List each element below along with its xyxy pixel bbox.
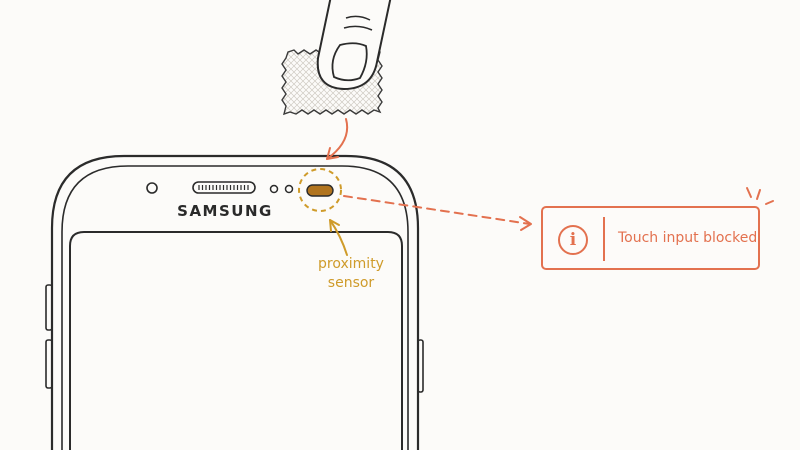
alert-divider xyxy=(603,217,605,261)
proximity-sensor-label-line2: sensor xyxy=(327,275,375,291)
sensor-dot-2 xyxy=(284,184,294,194)
phone-screen xyxy=(69,231,403,450)
touch-blocked-alert: i Touch input blocked xyxy=(541,206,760,270)
info-icon: i xyxy=(558,225,588,255)
proximity-sensor-highlight xyxy=(298,168,342,212)
alert-connector-arrow xyxy=(343,195,532,231)
proximity-sensor-label: proximity sensor xyxy=(305,255,397,293)
front-camera xyxy=(146,182,158,194)
earpiece-speaker xyxy=(192,181,256,194)
phone-brand-label: SAMSUNG xyxy=(177,202,273,220)
proximity-sensor-label-line1: proximity xyxy=(318,256,384,272)
alert-message: Touch input blocked xyxy=(618,230,758,246)
proximity-sensor xyxy=(306,184,334,197)
cover-arrow xyxy=(326,118,349,160)
left-side-button-lower xyxy=(45,339,53,389)
phone-body xyxy=(50,154,420,450)
sensor-label-arrow xyxy=(329,219,348,256)
finger-icon xyxy=(316,0,392,91)
left-side-button-upper xyxy=(45,284,53,331)
alert-sparkle-icon xyxy=(746,187,774,205)
sensor-dot-1 xyxy=(269,184,279,194)
right-side-button xyxy=(417,339,424,393)
